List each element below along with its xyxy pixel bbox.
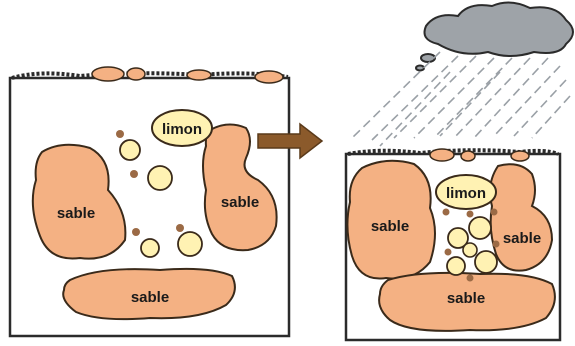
right-silt-particle <box>475 251 497 273</box>
left-silt-particle <box>148 166 172 190</box>
right-sand-label-2: sable <box>503 230 541 247</box>
left-silt-particle <box>120 140 140 160</box>
rain-cloud-icon <box>416 2 573 70</box>
right-silt-label: limon <box>446 185 486 202</box>
rain-streaks <box>350 52 570 146</box>
left-silt-label: limon <box>162 121 202 138</box>
left-silt-particle <box>141 239 159 257</box>
right-sand-label-1: sable <box>371 218 409 235</box>
right-silt-particle <box>447 257 465 275</box>
right-soil-panel: limon sable sable sable <box>346 149 560 340</box>
left-sand-label-1: sable <box>57 205 95 222</box>
left-sand-label-3: sable <box>131 289 169 306</box>
right-silt-particle <box>463 243 477 257</box>
right-silt-particle <box>469 217 491 239</box>
right-sand-label-3: sable <box>447 290 485 307</box>
left-soil-panel: limon sable sable sable <box>10 67 289 336</box>
left-sand-label-2: sable <box>221 194 259 211</box>
left-silt-particle <box>178 232 202 256</box>
